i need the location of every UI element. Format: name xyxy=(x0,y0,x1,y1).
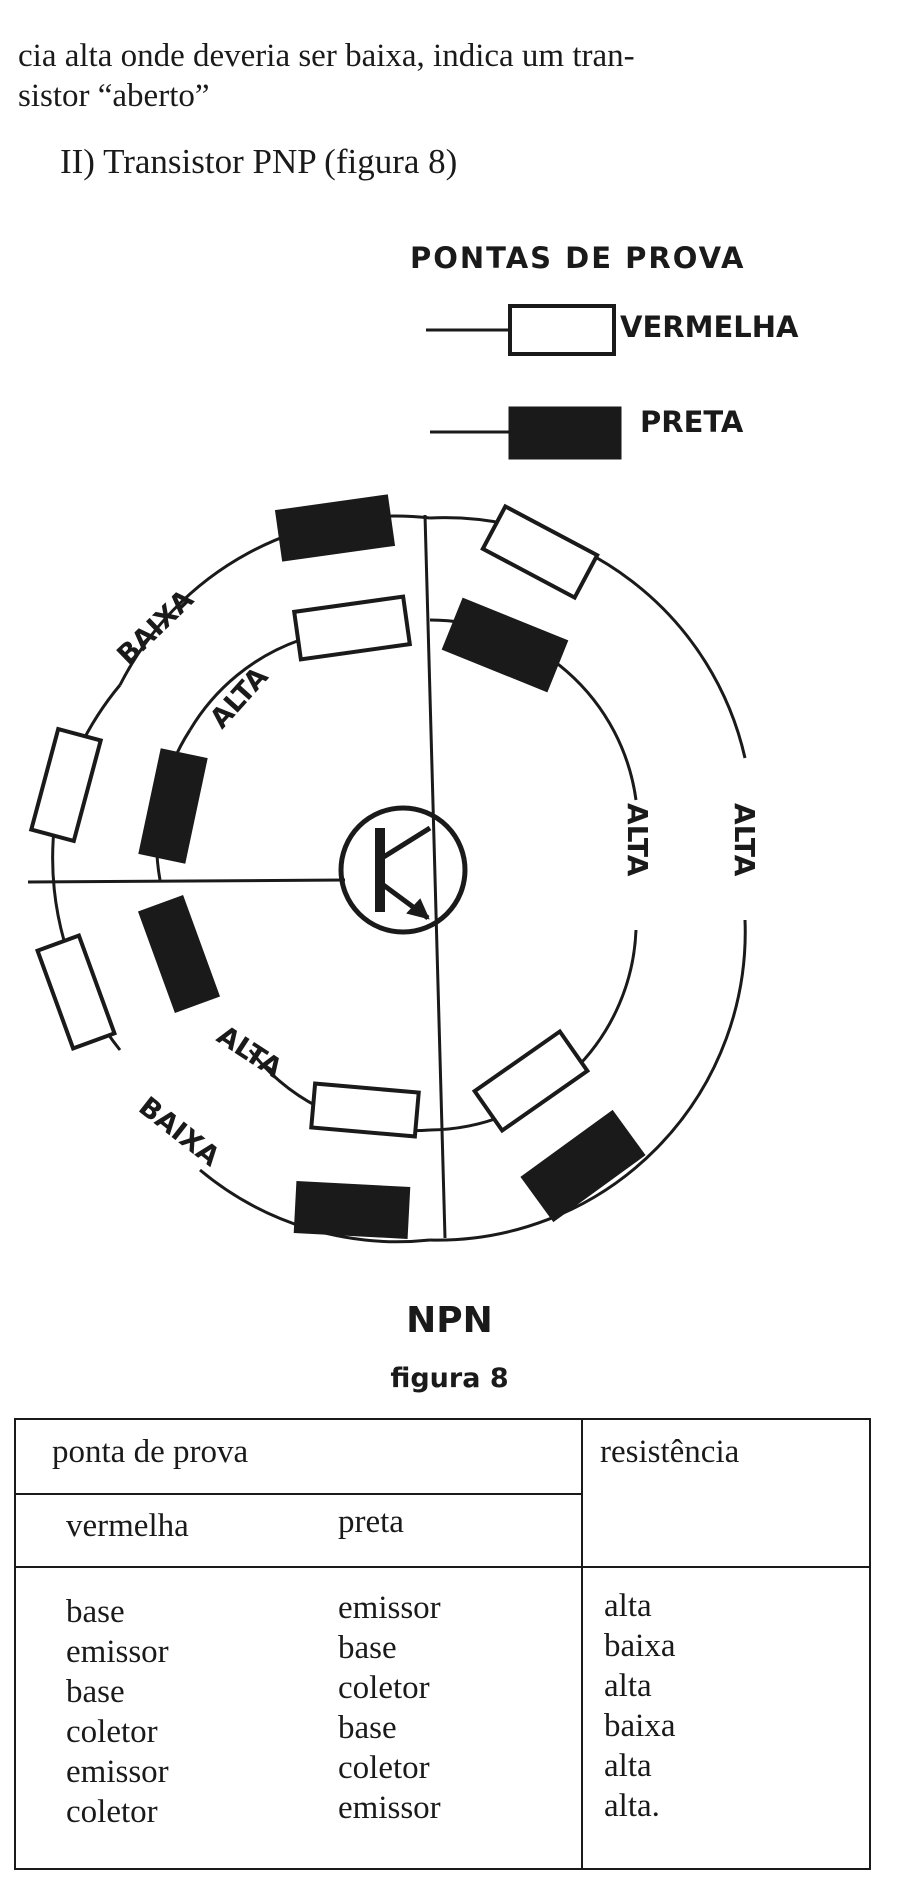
header-black-probe: preta xyxy=(338,1504,404,1540)
header-red-probe: vermelha xyxy=(66,1508,189,1544)
column-red-values: base emissor base coletor emissor coleto… xyxy=(66,1592,169,1832)
table-cell-resistance: alta xyxy=(604,1588,652,1624)
table-cell-black: base xyxy=(338,1710,397,1746)
red-probe-symbol xyxy=(508,304,616,356)
probe-white-outer-left-lower xyxy=(34,933,118,1051)
table-body-divider xyxy=(16,1566,869,1568)
probe-black-outer-bottom-right xyxy=(520,1109,646,1223)
label-inner-right: ALTA xyxy=(621,803,654,877)
table-cell-resistance: alta xyxy=(604,1748,652,1784)
figure-8-diagram: PONTAS DE PROVA VERMELHA PRETA BAIXA ALT… xyxy=(27,241,799,1244)
horizontal-divider xyxy=(27,878,346,884)
vertical-divider xyxy=(423,514,447,1239)
probe-white-inner-bottom-right xyxy=(471,1028,591,1134)
table-cell-red: emissor xyxy=(66,1634,169,1670)
legend-red-label: VERMELHA xyxy=(620,310,799,344)
probe-black-inner-left-upper xyxy=(138,748,208,864)
table-cell-red: base xyxy=(66,1594,125,1630)
column-resistance-values: alta baixa alta baixa alta alta. xyxy=(604,1586,675,1826)
probe-black-outer-bottom xyxy=(293,1181,411,1239)
table-header-divider xyxy=(16,1493,581,1495)
intro-line-2: sistor “aberto” xyxy=(18,78,210,114)
probe-white-inner-top xyxy=(291,594,413,662)
column-black-values: emissor base coletor base coletor emisso… xyxy=(338,1588,441,1828)
intro-line-1: cia alta onde deveria ser baixa, indica … xyxy=(18,38,635,74)
table-cell-black: base xyxy=(338,1630,397,1666)
probe-white-outer-top-right xyxy=(480,503,600,601)
table-cell-red: coletor xyxy=(66,1714,158,1750)
npn-transistor-symbol xyxy=(338,805,468,935)
probe-black-outer-top xyxy=(274,494,396,562)
legend-black-label: PRETA xyxy=(640,405,744,439)
table-cell-red: emissor xyxy=(66,1754,169,1790)
probe-white-inner-bottom xyxy=(309,1081,421,1139)
probe-black-inner-top-right xyxy=(441,597,569,693)
table-cell-black: emissor xyxy=(338,1590,441,1626)
table-cell-red: coletor xyxy=(66,1794,158,1830)
header-probe-group: ponta de prova xyxy=(52,1434,249,1470)
label-inner-lower-left: ALTA xyxy=(211,1020,287,1085)
table-cell-black: emissor xyxy=(338,1790,441,1826)
label-outer-lower-left: BAIXA xyxy=(133,1091,226,1173)
header-resistance: resistência xyxy=(600,1434,740,1470)
table-cell-black: coletor xyxy=(338,1750,430,1786)
table-cell-resistance: alta xyxy=(604,1668,652,1704)
table-column-divider xyxy=(581,1420,583,1868)
outer-ring-arc xyxy=(429,516,747,759)
legend-title: PONTAS DE PROVA xyxy=(410,241,746,275)
probe-white-outer-left-upper xyxy=(28,726,104,844)
figure-number-caption: figura 8 xyxy=(390,1363,509,1394)
black-probe-symbol xyxy=(508,406,622,460)
section-heading: II) Transistor PNP (figura 8) xyxy=(60,142,458,181)
table-cell-resistance: alta. xyxy=(604,1788,660,1824)
table-cell-red: base xyxy=(66,1674,125,1710)
probe-resistance-table: ponta de prova resistência vermelha pret… xyxy=(14,1418,871,1870)
table-cell-resistance: baixa xyxy=(604,1708,676,1744)
intro-paragraph: cia alta onde deveria ser baixa, indica … xyxy=(18,36,888,116)
probe-black-inner-left-lower xyxy=(137,895,221,1013)
label-outer-right: ALTA xyxy=(728,803,761,877)
figure-type-caption: NPN xyxy=(406,1300,493,1341)
table-cell-resistance: baixa xyxy=(604,1628,676,1664)
label-outer-upper-left: BAIXA xyxy=(111,584,200,671)
table-cell-black: coletor xyxy=(338,1670,430,1706)
